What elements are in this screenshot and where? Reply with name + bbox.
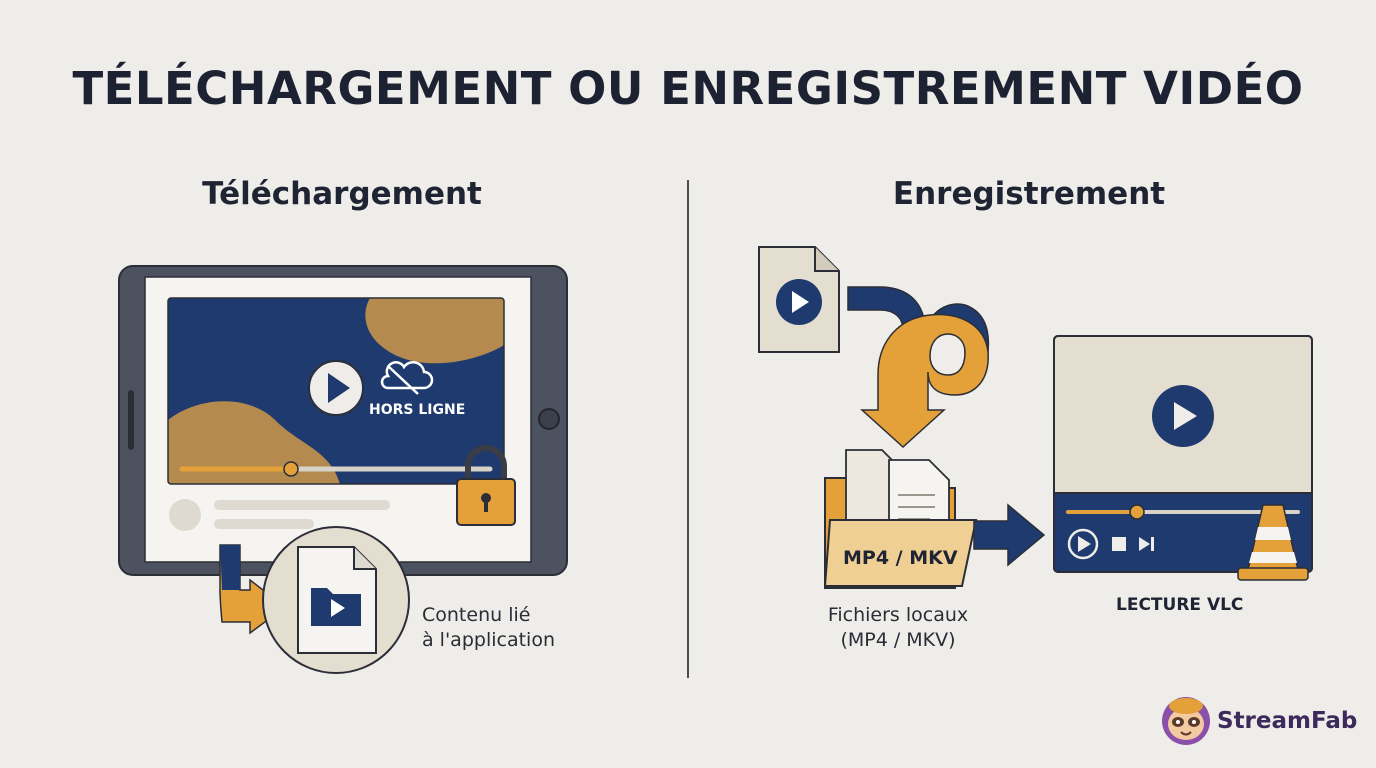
cloud-offline-icon: [380, 360, 434, 395]
offline-label: HORS LIGNE: [369, 402, 466, 418]
section-title-record: Enregistrement: [892, 176, 1166, 212]
app-bound-file: [262, 526, 410, 674]
section-title-download: Téléchargement: [202, 176, 482, 212]
player-play-icon: [1152, 385, 1214, 447]
vlc-cone-icon: [1237, 504, 1309, 581]
play-icon: [308, 360, 364, 416]
content-placeholder: [169, 499, 390, 531]
section-divider: [687, 180, 689, 678]
lock-icon: [456, 445, 516, 526]
streamfab-logo-icon: [1162, 697, 1210, 745]
local-files-caption: Fichiers locaux (MP4 / MKV): [812, 603, 984, 653]
source-video-file: [758, 246, 840, 353]
brand-name: StreamFab: [1217, 708, 1358, 734]
page-title: TÉLÉCHARGEMENT OU ENREGISTREMENT VIDÉO: [72, 62, 1304, 115]
tablet-progress-bar: [179, 461, 493, 477]
player-controls: [1067, 528, 1154, 560]
app-bound-caption: Contenu lié à l'application: [422, 603, 555, 653]
app-bound-caption-line2: à l'application: [422, 629, 555, 651]
record-flow-arrow: [847, 286, 990, 449]
to-player-arrow: [973, 503, 1046, 567]
vlc-playback-label: LECTURE VLC: [1116, 595, 1244, 615]
local-files-caption-line1: Fichiers locaux: [827, 604, 969, 626]
local-files-caption-line2: (MP4 / MKV): [840, 629, 956, 651]
folder-icon: [823, 449, 978, 589]
folder-format-label: MP4 / MKV: [843, 547, 958, 569]
app-bound-caption-line1: Contenu lié: [422, 604, 531, 626]
